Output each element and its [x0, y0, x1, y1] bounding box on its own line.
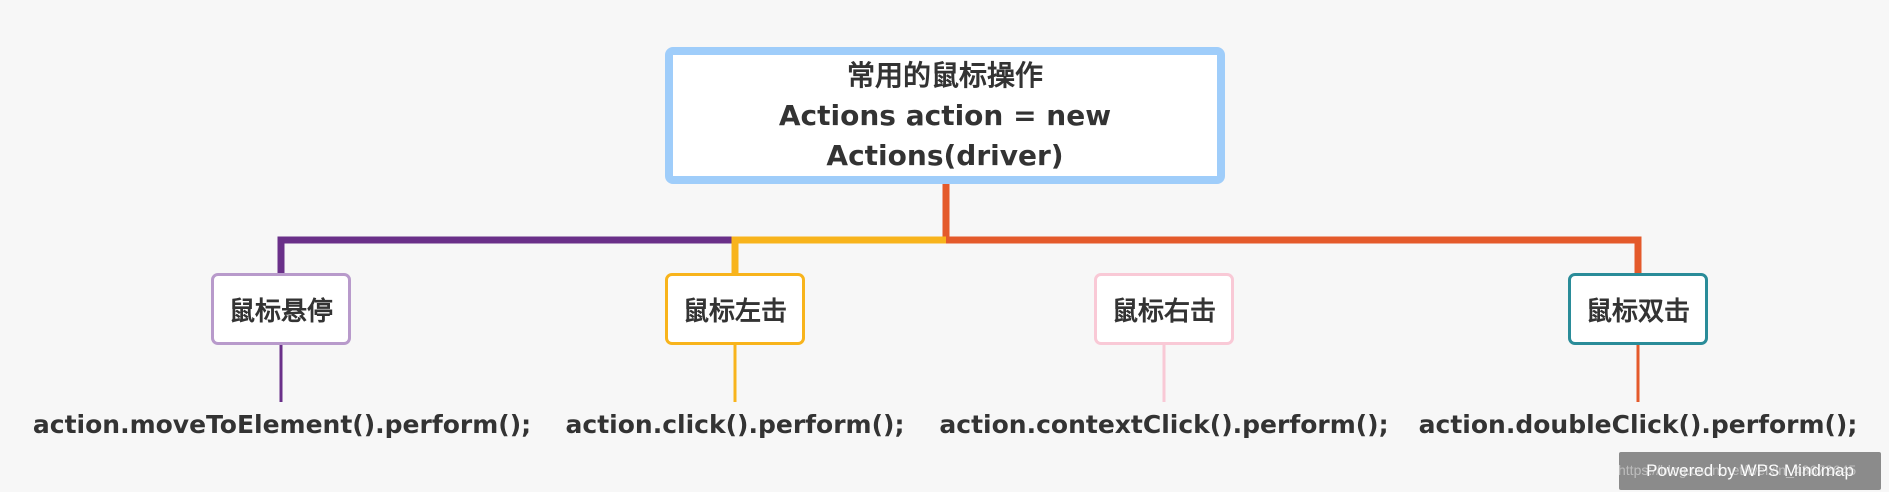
branch-label: 鼠标悬停	[228, 296, 333, 327]
branch-node-right-click[interactable]: 鼠标右击	[1094, 273, 1234, 345]
wps-watermark: Powered by WPS Mindmap	[1619, 452, 1881, 490]
leaf-code-double-click[interactable]: action.doubleClick().perform();	[1418, 410, 1858, 439]
root-subtitle: Actions action = new Actions(driver)	[778, 98, 1112, 172]
source-url-watermark: https://blog.csdn.net/weixin_43672645	[1618, 462, 1857, 478]
root-node[interactable]: 常用的鼠标操作 Actions action = new Actions(dri…	[665, 47, 1225, 184]
leaf-code-hover[interactable]: action.moveToElement().perform();	[32, 410, 532, 439]
branch-label: 鼠标左击	[682, 296, 787, 327]
branch-label: 鼠标右击	[1111, 296, 1216, 327]
branch-line-hover	[277, 236, 735, 273]
branch-node-left-click[interactable]: 鼠标左击	[665, 273, 805, 345]
leaf-code-right-click[interactable]: action.contextClick().perform();	[939, 410, 1389, 439]
leaf-code-left-click[interactable]: action.click().perform();	[565, 410, 905, 439]
branch-node-double-click[interactable]: 鼠标双击	[1568, 273, 1708, 345]
root-title: 常用的鼠标操作	[846, 58, 1043, 92]
branch-line-left-click	[731, 236, 946, 273]
branch-node-hover[interactable]: 鼠标悬停	[211, 273, 351, 345]
branch-line-double-click	[946, 236, 1642, 273]
branch-label: 鼠标双击	[1585, 296, 1690, 327]
